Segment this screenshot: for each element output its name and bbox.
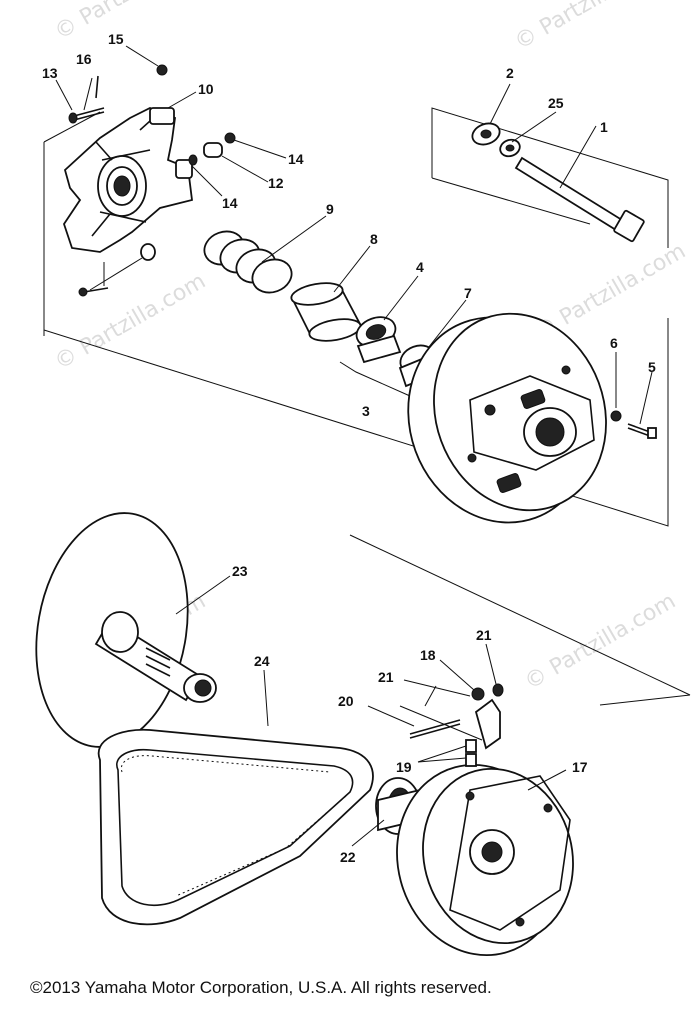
callout-labels: 1 2 3 4 5 6 7 8 9 10 12 13 14 14 15 16 1… — [42, 31, 656, 865]
callout-21b: 21 — [378, 669, 394, 685]
callout-19: 19 — [396, 759, 412, 775]
callout-24: 24 — [254, 653, 270, 669]
callout-15: 15 — [108, 31, 124, 47]
callout-12: 12 — [268, 175, 284, 191]
watermark: © Partzilla.com — [51, 0, 211, 45]
callout-18: 18 — [420, 647, 436, 663]
primary-sheave — [407, 312, 607, 524]
callout-16: 16 — [76, 51, 92, 67]
upper-frame-lines — [43, 107, 691, 696]
watermark: © Partzilla.com — [511, 0, 671, 55]
callout-13: 13 — [42, 65, 58, 81]
lower-frame-lines — [399, 685, 691, 741]
callout-1: 1 — [600, 119, 608, 135]
spider-bracket — [63, 107, 193, 253]
callout-7: 7 — [464, 285, 472, 301]
callout-4: 4 — [416, 259, 424, 275]
secondary-disc — [35, 512, 217, 748]
callout-9: 9 — [326, 201, 334, 217]
callout-14a: 14 — [288, 151, 304, 167]
drive-belt — [97, 728, 374, 926]
callout-17: 17 — [572, 759, 588, 775]
callout-21a: 21 — [476, 627, 492, 643]
spring — [203, 230, 293, 294]
callout-3: 3 — [362, 403, 370, 419]
main-bolt — [471, 122, 645, 243]
callout-2: 2 — [506, 65, 514, 81]
copyright-notice: ©2013 Yamaha Motor Corporation, U.S.A. A… — [30, 978, 492, 997]
callout-5: 5 — [648, 359, 656, 375]
callout-23: 23 — [232, 563, 248, 579]
leader-lines — [55, 45, 653, 847]
callout-10: 10 — [198, 81, 214, 97]
secondary-sheave — [396, 763, 574, 957]
watermark: © Partzilla.com — [51, 269, 211, 376]
small-hardware — [409, 683, 504, 767]
callout-22: 22 — [340, 849, 356, 865]
small-bolt — [610, 410, 657, 439]
bracket-bolts — [68, 64, 236, 297]
callout-6: 6 — [610, 335, 618, 351]
sleeve — [290, 282, 362, 342]
callout-8: 8 — [370, 231, 378, 247]
callout-14b: 14 — [222, 195, 238, 211]
callout-25: 25 — [548, 95, 564, 111]
callout-20: 20 — [338, 693, 354, 709]
